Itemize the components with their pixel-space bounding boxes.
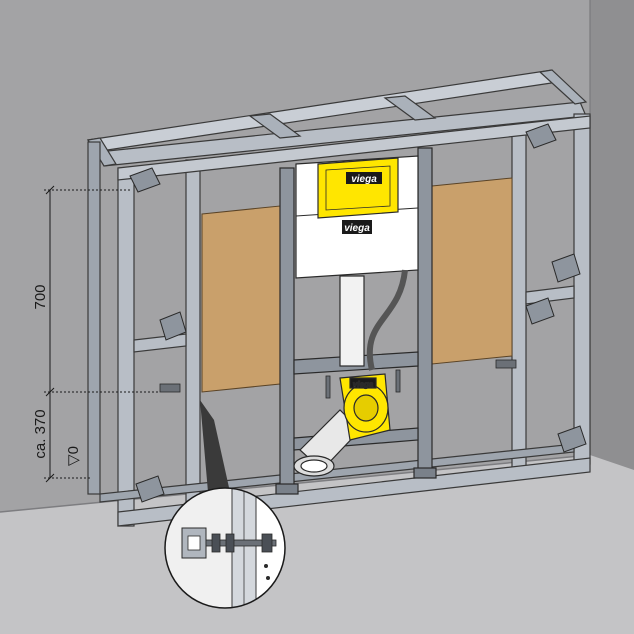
bolt-left <box>325 375 331 399</box>
actuator-logo-badge <box>346 172 382 184</box>
module-foot-left <box>275 483 299 495</box>
post-left <box>117 167 135 527</box>
wc-bend: viega <box>339 373 391 441</box>
bracket-7 <box>135 475 165 503</box>
bracket-4 <box>551 253 581 283</box>
floor <box>0 455 634 634</box>
cistern-logo-badge <box>342 220 372 234</box>
post-far-left-back <box>87 141 101 495</box>
frame-mid-rails <box>117 115 591 353</box>
magnifier-rim <box>164 487 286 609</box>
top-crossbar-front <box>117 115 591 181</box>
bracket-right-low <box>495 359 517 369</box>
detail-magnifier <box>164 487 286 609</box>
flexible-hose <box>366 269 408 371</box>
mid-rail-right <box>525 285 575 305</box>
bracket-left-low <box>159 383 181 393</box>
post-right-inner <box>511 123 527 473</box>
cistern-logo-text: viega <box>344 223 370 234</box>
top-cross-mid <box>248 113 302 139</box>
bracket-6 <box>557 425 587 453</box>
board-right <box>431 177 513 365</box>
dim-tick-bot <box>45 473 55 483</box>
detail-nut-1 <box>211 533 221 553</box>
detail-nut-2 <box>225 533 235 553</box>
detail-bolt-shaft <box>205 539 277 547</box>
module-post-left <box>279 167 295 493</box>
bolt-right <box>395 369 401 393</box>
actuator-logo-text: viega <box>351 174 377 185</box>
bracket-2 <box>159 311 187 341</box>
callout-pointer <box>200 400 230 492</box>
detail-nut-3 <box>261 533 273 553</box>
dim-label-upper: 700 <box>32 284 49 309</box>
dim-label-floor: ▽0 <box>65 446 82 466</box>
flush-pipe <box>339 275 365 367</box>
post-right <box>573 113 591 465</box>
dim-label-lower: ca. 370 <box>32 409 49 458</box>
drain-pipe-opening <box>300 459 328 473</box>
bracket-5 <box>525 297 555 325</box>
bracket-3 <box>525 123 557 149</box>
module-post-right <box>417 147 433 477</box>
board-left <box>201 205 281 393</box>
top-cross-mid2 <box>383 95 437 121</box>
bend-opening <box>353 394 379 422</box>
post-left-inner <box>185 159 201 513</box>
frame-top <box>87 69 588 167</box>
pipes <box>293 269 408 477</box>
dim-tick-mid <box>45 387 55 397</box>
bend-label-badge <box>349 377 377 389</box>
corner-brackets <box>129 123 587 503</box>
detail-hole-2 <box>266 576 270 580</box>
cistern: viega viega <box>295 155 419 279</box>
detail-bracket-hole <box>187 535 201 551</box>
detail-hole-1 <box>264 564 268 568</box>
mounting-bolts <box>159 359 517 399</box>
dim-tick-top <box>45 185 55 195</box>
dimension-lines <box>44 185 160 483</box>
top-cross-right <box>538 69 588 105</box>
bracket-1 <box>129 167 161 193</box>
module-foot-right <box>413 467 437 479</box>
bend-label-text: viega <box>353 380 374 389</box>
